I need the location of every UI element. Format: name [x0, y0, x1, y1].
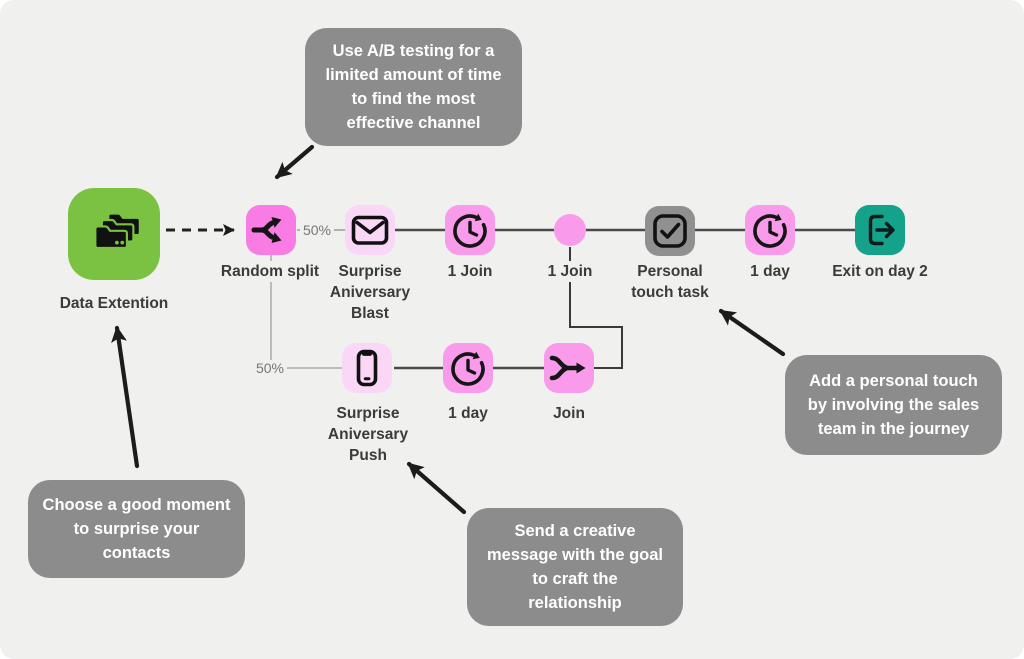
- split-icon: [251, 217, 282, 243]
- callout-text: Use A/B testing for a limited amount of …: [325, 42, 502, 132]
- node-label-random-split: Random split: [217, 261, 323, 282]
- annotation-arrow-personal-touch: [718, 308, 786, 357]
- node-join-wait[interactable]: [445, 205, 495, 255]
- branch-percent-top: 50%: [299, 222, 335, 238]
- callout-creative-message: Send a creative message with the goal to…: [467, 508, 683, 626]
- callout-text: Send a creative message with the goal to…: [486, 522, 664, 612]
- branch-percent-bottom: 50%: [252, 360, 288, 376]
- callout-ab-testing: Use A/B testing for a limited amount of …: [305, 28, 522, 146]
- node-join-point[interactable]: [554, 214, 586, 246]
- node-surprise-aniversary-blast[interactable]: [345, 205, 395, 255]
- folders-icon: [94, 212, 141, 250]
- node-label-join-point: 1 Join: [544, 261, 596, 282]
- callout-text: Choose a good moment to surprise your co…: [42, 496, 231, 562]
- callout-good-moment: Choose a good moment to surprise your co…: [28, 480, 245, 578]
- node-label-personal-touch: Personal touch task: [631, 263, 709, 301]
- node-label-surprise-push: Surprise Aniversary Push: [327, 405, 409, 464]
- node-label-join-merge: Join: [553, 405, 585, 422]
- node-random-split[interactable]: [246, 205, 296, 255]
- checkbox-icon: [653, 214, 687, 248]
- merge-icon: [549, 355, 586, 381]
- exit-icon: [868, 214, 895, 246]
- callout-personal-touch: Add a personal touch by involving the sa…: [785, 355, 1002, 455]
- node-label-exit: Exit on day 2: [832, 263, 928, 280]
- node-label-surprise-blast: Surprise Aniversary Blast: [329, 263, 411, 322]
- node-label-wait-1-day: 1 day: [750, 263, 790, 280]
- node-label-data-extention: Data Extention: [59, 295, 169, 312]
- clock-icon: [451, 351, 485, 386]
- node-exit-on-day-2[interactable]: [855, 205, 905, 255]
- annotation-arrow-good-moment: [111, 325, 140, 469]
- clock-icon: [753, 213, 787, 248]
- envelope-icon: [351, 215, 389, 245]
- node-data-extention[interactable]: [68, 188, 160, 280]
- phone-icon: [356, 349, 378, 387]
- node-personal-touch-task[interactable]: [645, 206, 695, 256]
- step-connector: [569, 247, 623, 369]
- annotation-arrow-ab-testing: [274, 144, 315, 180]
- node-join-merge[interactable]: [544, 343, 594, 393]
- node-label-wait-1-day-2: 1 day: [448, 405, 488, 422]
- clock-icon: [453, 213, 487, 248]
- node-wait-1-day[interactable]: [745, 205, 795, 255]
- callout-text: Add a personal touch by involving the sa…: [807, 372, 980, 438]
- node-surprise-aniversary-push[interactable]: [342, 343, 392, 393]
- annotation-arrow-creative-message: [406, 461, 467, 515]
- node-wait-1-day-2[interactable]: [443, 343, 493, 393]
- node-label-join-wait: 1 Join: [447, 263, 493, 280]
